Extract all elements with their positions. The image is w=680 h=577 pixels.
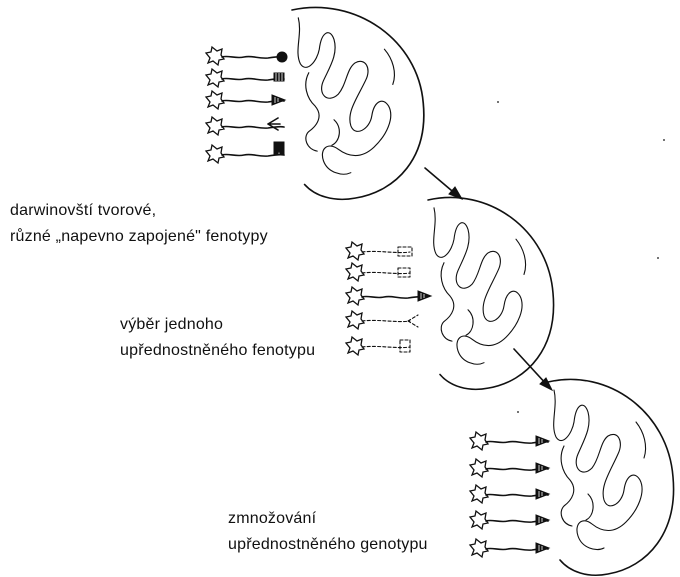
probe-row-3 [206,91,285,109]
probe-row-5 [206,142,284,163]
creature-stage-3 [470,379,674,575]
caption-stage-2-line-2: upřednostněného fenotypu [120,338,315,364]
scan-specks [497,101,665,413]
caption-stage-3-line-2: upřednostněného genotypu [228,532,428,558]
probe-row-5-multiplied [470,539,549,557]
probe-row-3-multiplied [470,485,549,503]
creature-stage-2 [346,197,554,389]
caption-stage-2-line-1: výběr jednoho [120,312,315,338]
caption-stage-3-line-1: zmnožování [228,506,428,532]
probe-row-4-multiplied [470,511,549,529]
creature-stage-1 [206,7,424,199]
arrow-stage-2-to-3 [514,349,552,390]
probe-row-2-faded [346,263,410,281]
caption-stage-1-line-1: darwinovští tvorové, [10,198,268,224]
probe-row-4-faded [346,311,418,329]
caption-stage-3: zmnožování upřednostněného genotypu [228,506,428,558]
caption-stage-2: výběr jednoho upřednostněného fenotypu [120,312,315,364]
probe-row-2-multiplied [470,459,549,477]
arrow-stage-1-to-2 [425,168,462,199]
probe-row-1-multiplied [470,432,549,450]
probe-row-5-faded [346,337,410,355]
probe-row-3-selected [346,287,431,305]
probe-row-4 [206,117,284,135]
caption-stage-1-line-2: různé „napevno zapojené" fenotypy [10,224,268,250]
probe-row-1-faded [346,242,412,260]
probe-row-1 [206,47,287,65]
probe-row-2 [206,69,284,87]
caption-stage-1: darwinovští tvorové, různé „napevno zapo… [10,198,268,250]
